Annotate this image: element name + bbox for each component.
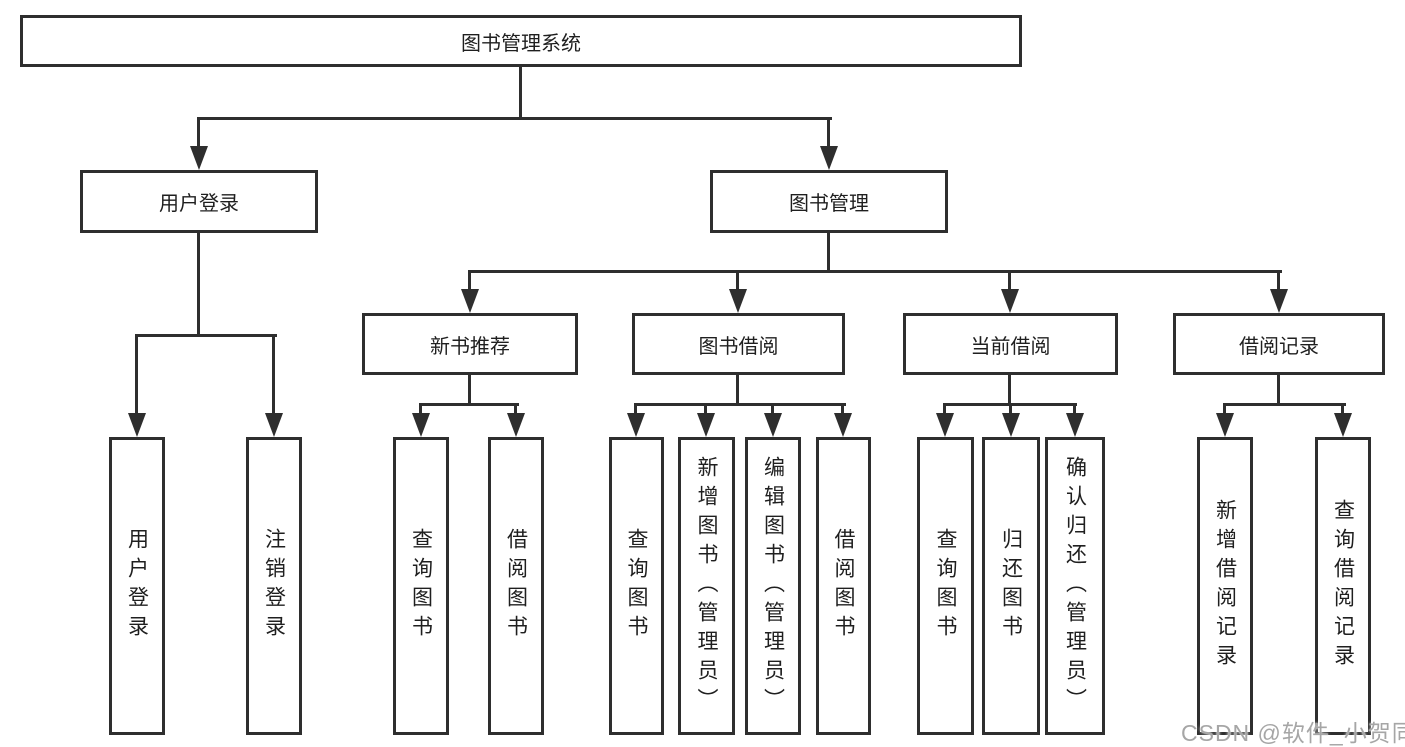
leaf-edit-books-admin: 编辑图书（管理员） (745, 437, 801, 735)
leaf-edit-books-admin-label: 编辑图书（管理员） (761, 455, 785, 717)
connector-line (634, 403, 846, 406)
node-current-borrow: 当前借阅 (903, 313, 1118, 375)
connector-line (943, 403, 1077, 406)
leaf-add-books-admin: 新增图书（管理员） (678, 437, 735, 735)
arrowhead-icon (820, 146, 838, 170)
arrowhead-icon (1334, 413, 1352, 437)
connector-line (419, 403, 519, 406)
leaf-user-login-label: 用户登录 (125, 528, 149, 644)
connector-line (1223, 403, 1346, 406)
leaf-borrow-books-1-label: 借阅图书 (504, 528, 528, 644)
arrowhead-icon (412, 413, 430, 437)
node-user-login-label: 用户登录 (159, 193, 239, 215)
arrowhead-icon (697, 413, 715, 437)
arrowhead-icon (1270, 289, 1288, 313)
connector-line (841, 406, 844, 413)
leaf-query-books-1: 查询图书 (393, 437, 449, 735)
connector-line (736, 375, 739, 406)
leaf-borrow-books-2-label: 借阅图书 (832, 528, 855, 644)
arrowhead-icon (190, 146, 208, 170)
connector-line (1277, 375, 1280, 406)
node-book-borrow: 图书借阅 (632, 313, 845, 375)
node-borrow-records: 借阅记录 (1173, 313, 1385, 375)
node-borrow-records-label: 借阅记录 (1239, 335, 1319, 358)
leaf-query-books-2: 查询图书 (609, 437, 664, 735)
leaf-query-books-3: 查询图书 (917, 437, 974, 735)
connector-line (943, 406, 946, 413)
leaf-confirm-return-admin-label: 确认归还（管理员） (1063, 455, 1087, 717)
node-root: 图书管理系统 (20, 15, 1022, 67)
connector-line (771, 406, 774, 413)
connector-line (1073, 406, 1076, 413)
connector-line (1277, 273, 1280, 289)
connector-line (197, 233, 200, 335)
leaf-query-books-1-label: 查询图书 (409, 528, 433, 644)
connector-line (634, 406, 637, 413)
leaf-query-books-3-label: 查询图书 (934, 528, 957, 644)
arrowhead-icon (507, 413, 525, 437)
connector-line (1341, 406, 1344, 413)
connector-line (827, 233, 830, 273)
node-current-borrow-label: 当前借阅 (970, 335, 1051, 358)
arrowhead-icon (461, 289, 479, 313)
connector-line (419, 406, 422, 413)
connector-line (272, 337, 275, 413)
connector-line (704, 406, 707, 413)
leaf-query-books-2-label: 查询图书 (625, 528, 648, 644)
arrowhead-icon (1001, 289, 1019, 313)
node-book-management: 图书管理 (710, 170, 948, 233)
arrowhead-icon (834, 413, 852, 437)
leaf-user-login: 用户登录 (109, 437, 165, 735)
arrowhead-icon (265, 413, 283, 437)
connector-line (514, 406, 517, 413)
arrowhead-icon (1002, 413, 1020, 437)
node-root-label: 图书管理系统 (461, 32, 581, 55)
leaf-add-books-admin-label: 新增图书（管理员） (695, 455, 718, 717)
leaf-logout: 注销登录 (246, 437, 302, 735)
connector-line (468, 273, 471, 289)
arrowhead-icon (1216, 413, 1234, 437)
leaf-confirm-return-admin: 确认归还（管理员） (1045, 437, 1105, 735)
arrowhead-icon (1066, 413, 1084, 437)
arrowhead-icon (729, 289, 747, 313)
arrowhead-icon (627, 413, 645, 437)
connector-line (197, 120, 200, 148)
leaf-borrow-books-1: 借阅图书 (488, 437, 544, 735)
node-user-login: 用户登录 (80, 170, 318, 233)
node-book-management-label: 图书管理 (789, 193, 869, 215)
connector-line (197, 117, 832, 120)
leaf-return-books-label: 归还图书 (999, 528, 1023, 644)
leaf-query-borrow-record: 查询借阅记录 (1315, 437, 1371, 735)
leaf-add-borrow-record-label: 新增借阅记录 (1213, 499, 1237, 673)
connector-line (519, 67, 522, 118)
connector-line (468, 375, 471, 406)
arrowhead-icon (764, 413, 782, 437)
connector-line (135, 334, 277, 337)
connector-line (468, 270, 1282, 273)
node-book-borrow-label: 图书借阅 (698, 335, 779, 358)
connector-line (1008, 375, 1011, 406)
connector-line (135, 337, 138, 413)
arrowhead-icon (128, 413, 146, 437)
leaf-borrow-books-2: 借阅图书 (816, 437, 871, 735)
connector-line (827, 120, 830, 148)
connector-line (1009, 406, 1012, 413)
csdn-watermark: CSDN @软件_小贺同学 (1181, 720, 1405, 746)
connector-line (1008, 273, 1011, 289)
leaf-return-books: 归还图书 (982, 437, 1040, 735)
leaf-logout-label: 注销登录 (262, 528, 286, 644)
leaf-add-borrow-record: 新增借阅记录 (1197, 437, 1253, 735)
leaf-query-borrow-record-label: 查询借阅记录 (1331, 499, 1355, 673)
node-new-book-recommend: 新书推荐 (362, 313, 578, 375)
connector-line (736, 273, 739, 289)
node-new-book-recommend-label: 新书推荐 (430, 335, 510, 358)
connector-line (1223, 406, 1226, 413)
arrowhead-icon (936, 413, 954, 437)
